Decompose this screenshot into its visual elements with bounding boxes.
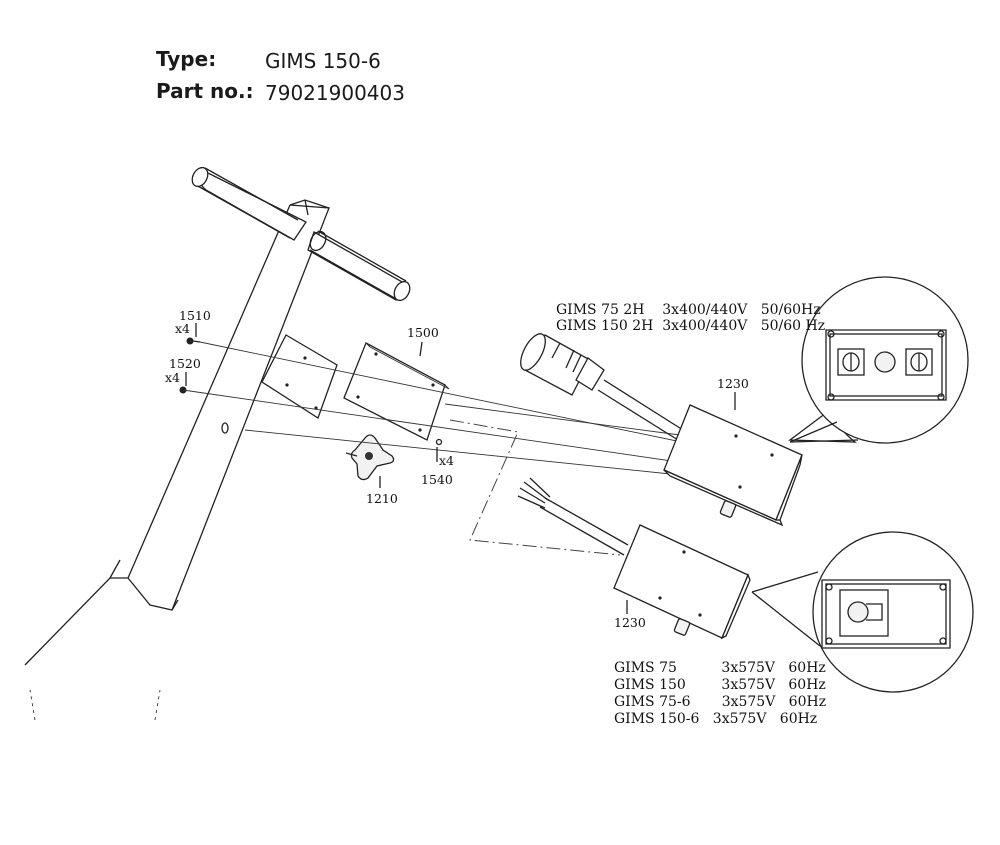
callout-1520-qty: x4	[165, 370, 180, 385]
spec-bottom-line-3: GIMS 75-6 3x575V 60Hz	[614, 694, 826, 710]
callout-1540: 1540	[421, 472, 453, 487]
detail-circle-lower	[751, 531, 974, 693]
callout-1520: 1520	[169, 356, 201, 371]
handle-post	[127, 199, 330, 611]
type-value: GIMS 150-6	[265, 49, 381, 73]
callout-1510: 1510	[179, 308, 211, 323]
callout-leaders	[185, 323, 736, 614]
spec-bottom-line-2: GIMS 150 3x575V 60Hz	[614, 677, 826, 693]
spec-bottom-line-1: GIMS 75 3x575V 60Hz	[614, 660, 826, 676]
callout-1510-qty: x4	[175, 321, 190, 336]
part-no-label: Part no.:	[156, 79, 254, 103]
screw-1510	[186, 337, 201, 345]
star-knob-1210	[345, 434, 395, 481]
cee-plug	[520, 333, 684, 441]
part-no-value: 79021900403	[265, 81, 405, 105]
callout-1540-qty: x4	[439, 453, 454, 468]
loose-wire-cable	[517, 477, 629, 556]
control-box-lower	[613, 524, 751, 640]
callout-1230-top: 1230	[717, 376, 749, 391]
mounting-bracket	[261, 334, 338, 419]
control-box-upper	[663, 404, 803, 527]
type-label: Type:	[156, 47, 217, 71]
detail-circle-upper	[788, 276, 969, 444]
machine-base	[24, 559, 179, 721]
spec-top-line-1: GIMS 75 2H 3x400/440V 50/60Hz	[556, 302, 821, 318]
mounting-plate-1500	[343, 342, 450, 441]
callout-1210: 1210	[366, 491, 398, 506]
handle-crossbar	[191, 166, 411, 302]
callout-1500: 1500	[407, 325, 439, 340]
callout-1230-bottom: 1230	[614, 615, 646, 630]
spec-top-line-2: GIMS 150 2H 3x400/440V 50/60 Hz	[556, 318, 825, 334]
screw-1540	[435, 438, 443, 446]
explosion-lines	[182, 341, 721, 556]
spec-bottom-line-4: GIMS 150-6 3x575V 60Hz	[614, 711, 817, 727]
